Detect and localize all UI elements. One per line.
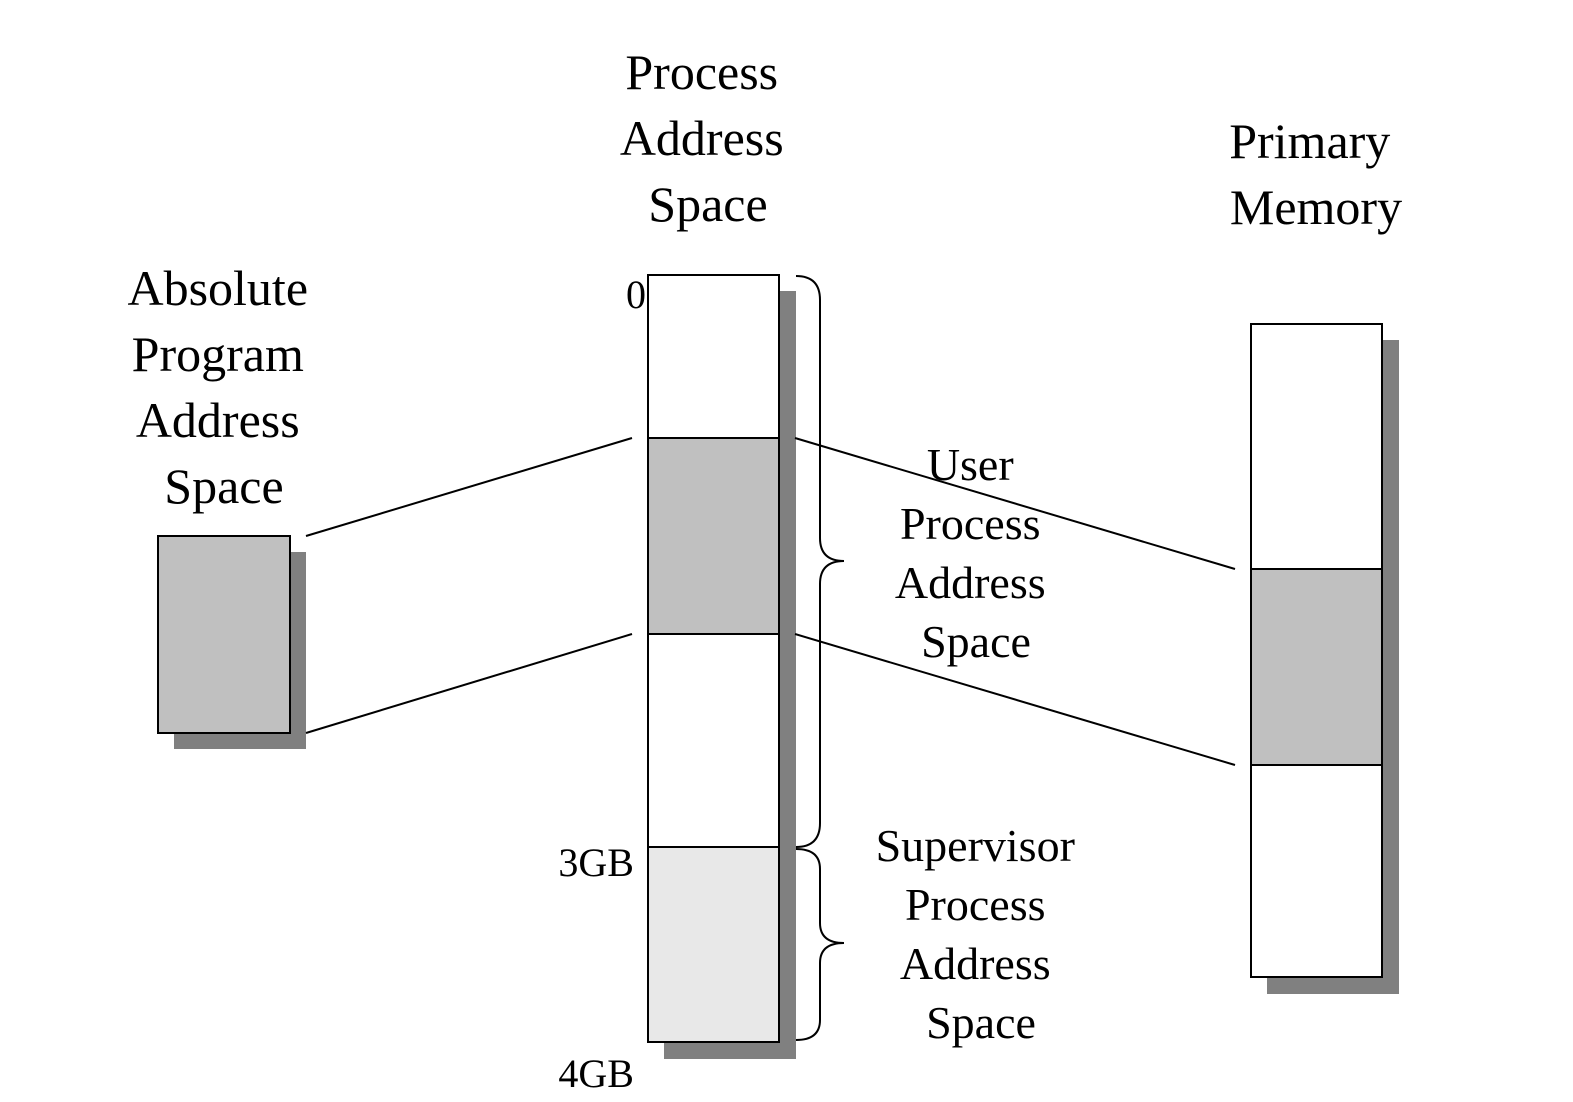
user-process-address-space-label: User Process Address Space <box>895 439 1057 667</box>
process-address-space-column <box>647 274 796 1059</box>
supervisor-space-brace <box>795 848 845 1041</box>
address-marker-4gb: 4GB <box>558 1051 634 1096</box>
connector-process-to-memory-bottom <box>794 633 1236 766</box>
connector-program-to-process-top <box>305 437 633 537</box>
primary-memory-heading: Primary Memory <box>1229 113 1403 235</box>
address-marker-0: 0 <box>626 272 646 317</box>
process-address-space-heading: Process Address Space <box>620 44 796 232</box>
absolute-program-box <box>157 535 291 734</box>
connector-process-to-memory-top <box>794 437 1236 570</box>
supervisor-process-address-space-label: Supervisor Process Address Space <box>876 820 1087 1048</box>
absolute-program-block <box>157 535 306 749</box>
memory-segment-mapped <box>1250 568 1383 766</box>
primary-memory-column <box>1250 323 1399 994</box>
connector-program-to-process-bottom <box>305 633 633 734</box>
process-segment-top-unmapped <box>647 274 780 439</box>
process-segment-lower-unmapped <box>647 633 780 848</box>
user-space-brace <box>795 275 845 848</box>
memory-segment-top-free <box>1250 323 1383 570</box>
memory-segment-bottom-free <box>1250 764 1383 978</box>
process-segment-mapped <box>647 437 780 635</box>
process-segment-supervisor <box>647 846 780 1043</box>
absolute-program-heading: Absolute Program Address Space <box>127 260 320 514</box>
address-marker-3gb: 3GB <box>558 840 634 885</box>
